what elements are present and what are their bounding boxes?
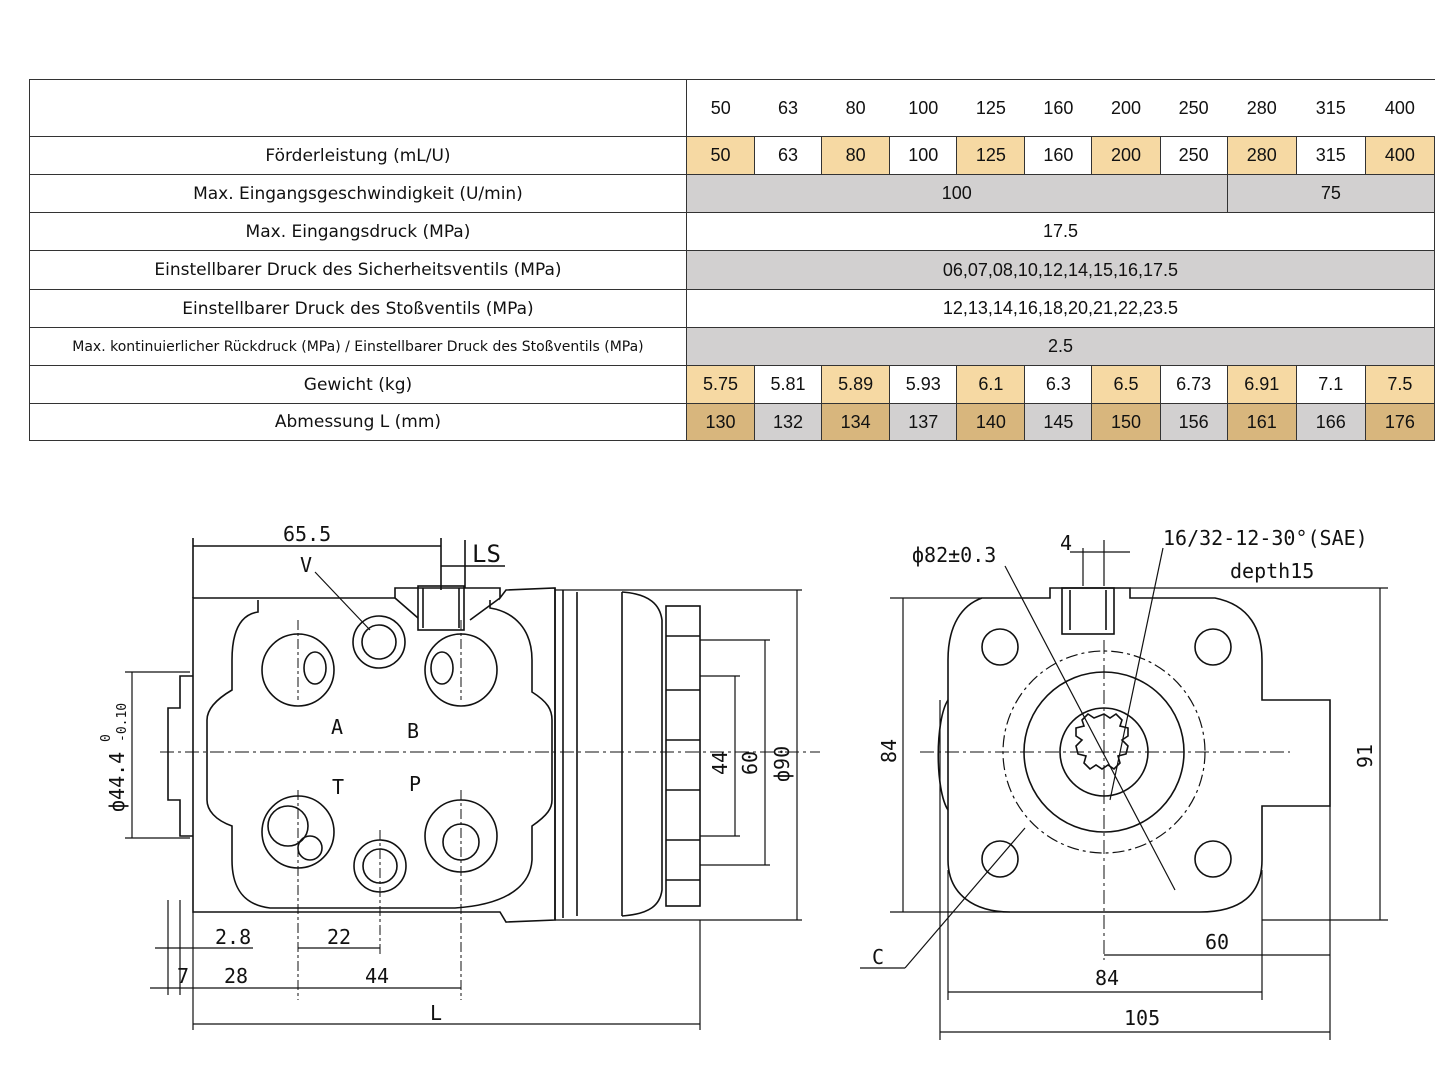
dim-60-vertical: 60 bbox=[738, 751, 762, 775]
value-cell: 6.73 bbox=[1159, 365, 1228, 404]
dim-l: L bbox=[430, 1001, 442, 1025]
value-cell: 7.5 bbox=[1364, 365, 1436, 404]
table-row: Max. Eingangsdruck (MPa)17.5 bbox=[29, 212, 1436, 251]
header-cell: 100 bbox=[889, 79, 957, 137]
value-cell: 80 bbox=[821, 136, 891, 175]
value-cell: 5.81 bbox=[754, 365, 823, 404]
value-cell: 125 bbox=[956, 136, 1026, 175]
dim-4: 4 bbox=[1060, 531, 1072, 555]
dim-60-horizontal: 60 bbox=[1205, 930, 1229, 954]
value-cell: 6.1 bbox=[956, 365, 1026, 404]
value-cell: 250 bbox=[1159, 136, 1228, 175]
value-cell: 161 bbox=[1226, 403, 1297, 441]
label-v: V bbox=[300, 553, 312, 577]
value-cell: 7.1 bbox=[1295, 365, 1366, 404]
dim-44-horizontal: 44 bbox=[365, 964, 389, 988]
dim-105: 105 bbox=[1124, 1006, 1160, 1030]
label-c: C bbox=[872, 945, 884, 969]
value-cell: 137 bbox=[889, 403, 958, 441]
header-cell: 80 bbox=[821, 79, 890, 137]
header-blank-cell bbox=[29, 79, 687, 137]
dim-2-8: 2.8 bbox=[215, 925, 251, 949]
value-cell: 100 bbox=[889, 136, 958, 175]
dim-pilot-tolerance-upper: 0 bbox=[99, 734, 114, 742]
value-cell: 166 bbox=[1295, 403, 1366, 441]
dim-pilot-diameter: ф44.4 bbox=[105, 752, 129, 812]
port-t: T bbox=[332, 775, 344, 799]
value-cell: 6.3 bbox=[1024, 365, 1093, 404]
header-cell: 250 bbox=[1160, 79, 1228, 137]
row-label: Abmessung L (mm) bbox=[29, 403, 687, 441]
header-cell: 400 bbox=[1365, 79, 1435, 137]
value-cell: 5.93 bbox=[889, 365, 958, 404]
value-cell: 400 bbox=[1364, 136, 1436, 175]
dim-84-horizontal: 84 bbox=[1095, 966, 1119, 990]
value-cell: 134 bbox=[821, 403, 891, 441]
value-cell: 6.91 bbox=[1226, 365, 1297, 404]
value-cell-merged: 2.5 bbox=[685, 327, 1436, 366]
dim-7: 7 bbox=[177, 964, 189, 988]
row-label: Max. Eingangsdruck (MPa) bbox=[29, 212, 687, 251]
header-cell: 315 bbox=[1296, 79, 1366, 137]
dim-65-5: 65.5 bbox=[283, 522, 331, 546]
value-cell: 132 bbox=[754, 403, 823, 441]
row-label: Einstellbarer Druck des Stoßventils (MPa… bbox=[29, 289, 687, 328]
value-cell-merged: 17.5 bbox=[685, 212, 1436, 251]
row-label: Gewicht (kg) bbox=[29, 365, 687, 404]
header-cell: 160 bbox=[1024, 79, 1092, 137]
dim-bolt-circle: ф82±0.3 bbox=[912, 543, 996, 567]
spline-spec: 16/32-12-30°(SAE) bbox=[1163, 526, 1368, 550]
value-cell: 145 bbox=[1024, 403, 1093, 441]
front-view-drawing bbox=[125, 538, 820, 1030]
dim-28: 28 bbox=[224, 964, 248, 988]
side-view-drawing bbox=[860, 540, 1388, 1040]
value-cell-merged: 75 bbox=[1226, 174, 1436, 213]
table-row: Einstellbarer Druck des Stoßventils (MPa… bbox=[29, 289, 1436, 328]
value-cell: 315 bbox=[1295, 136, 1366, 175]
value-cell: 176 bbox=[1364, 403, 1436, 441]
value-cell: 130 bbox=[685, 403, 756, 441]
dim-22: 22 bbox=[327, 925, 351, 949]
spline-depth: depth15 bbox=[1230, 559, 1314, 583]
port-p: P bbox=[409, 772, 421, 796]
dim-44-vertical: 44 bbox=[708, 751, 732, 775]
value-cell: 5.75 bbox=[685, 365, 756, 404]
value-cell: 160 bbox=[1024, 136, 1093, 175]
value-cell: 5.89 bbox=[821, 365, 891, 404]
port-a: A bbox=[331, 715, 343, 739]
header-cell: 125 bbox=[956, 79, 1025, 137]
dim-91-vertical: 91 bbox=[1353, 744, 1377, 768]
header-cell: 200 bbox=[1091, 79, 1161, 137]
dim-90-vertical: ф90 bbox=[770, 746, 794, 782]
value-cell-merged: 12,13,14,16,18,20,21,22,23.5 bbox=[685, 289, 1436, 328]
header-cell: 50 bbox=[686, 79, 755, 137]
port-b: B bbox=[407, 719, 419, 743]
value-cell: 63 bbox=[754, 136, 823, 175]
header-cell: 280 bbox=[1227, 79, 1297, 137]
dim-pilot-tolerance-lower: -0.10 bbox=[115, 703, 130, 742]
dim-84-vertical: 84 bbox=[877, 739, 901, 763]
value-cell: 156 bbox=[1159, 403, 1228, 441]
row-label: Einstellbarer Druck des Sicherheitsventi… bbox=[29, 250, 687, 290]
value-cell: 50 bbox=[685, 136, 756, 175]
label-ls: LS bbox=[472, 540, 501, 568]
row-label: Max. Eingangsgeschwindigkeit (U/min) bbox=[29, 174, 687, 213]
header-cell: 63 bbox=[754, 79, 822, 137]
